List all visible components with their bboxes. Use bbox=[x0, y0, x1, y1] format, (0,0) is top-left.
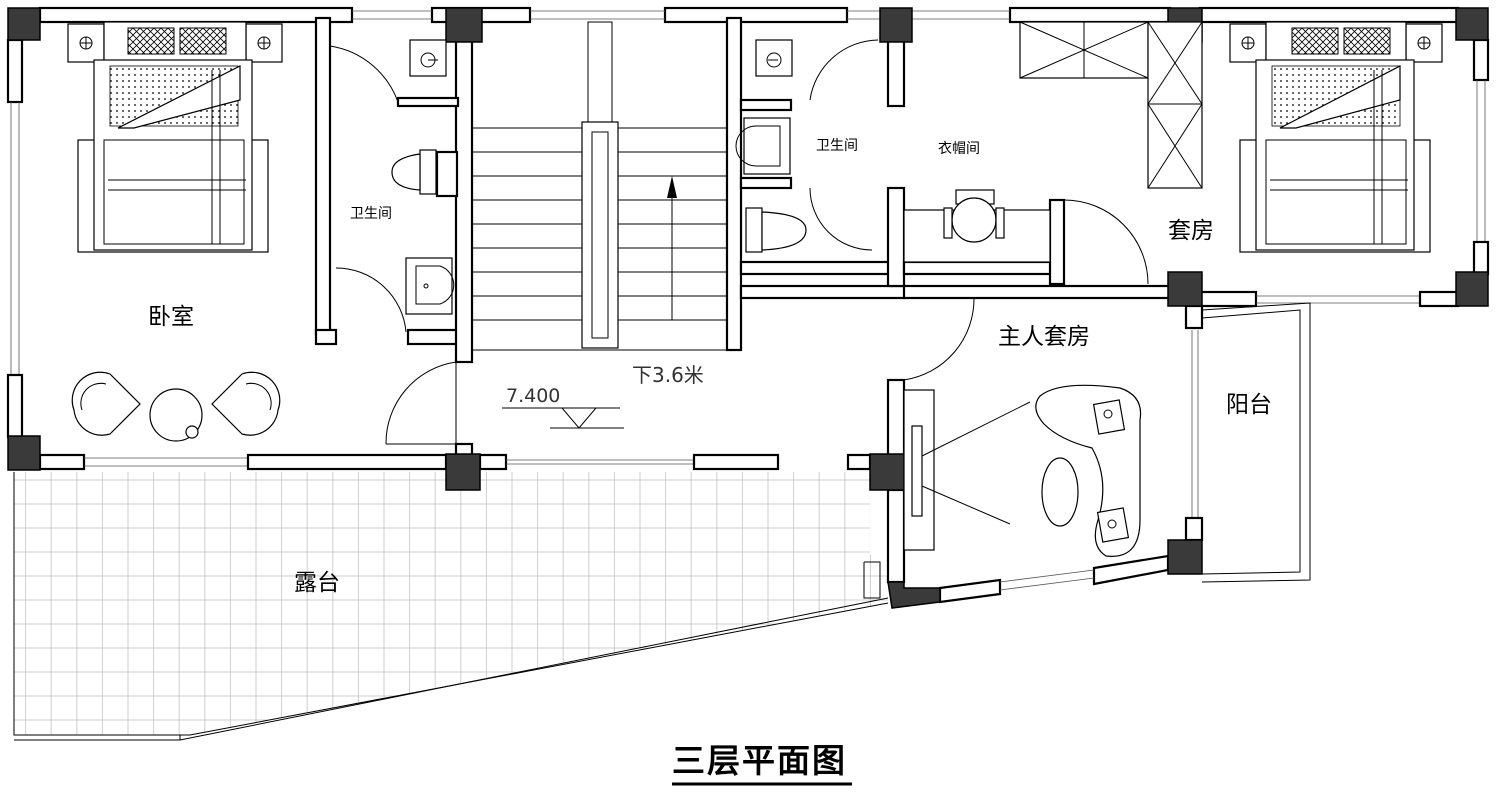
structural-columns bbox=[7, 7, 1489, 609]
stair-direction-label: 下3.6米 bbox=[632, 363, 704, 387]
left-bathroom-fixtures bbox=[391, 39, 455, 315]
doors bbox=[329, 39, 1149, 445]
cloakroom-furniture bbox=[903, 21, 1203, 263]
cloakroom-label: 衣帽间 bbox=[938, 141, 980, 157]
terrace-label: 露台 bbox=[294, 570, 340, 596]
elevation-marker: 7.400 bbox=[502, 385, 624, 429]
right-bathroom-fixtures bbox=[735, 39, 807, 253]
bathroom-right-label: 卫生间 bbox=[816, 138, 858, 154]
drawing-title: 三层平面图 bbox=[672, 741, 847, 780]
walls bbox=[6, 6, 1490, 604]
suite-furniture bbox=[1229, 21, 1443, 253]
suite-label: 套房 bbox=[1168, 218, 1214, 244]
bedroom-label: 卧室 bbox=[148, 304, 194, 330]
master-suite-furniture bbox=[903, 384, 1142, 557]
terrace-area bbox=[13, 472, 889, 741]
bedroom-furniture bbox=[67, 21, 283, 442]
staircase bbox=[471, 21, 728, 351]
balcony-label: 阳台 bbox=[1226, 392, 1272, 418]
elevation-value: 7.400 bbox=[506, 385, 560, 407]
bathroom-left-label: 卫生间 bbox=[350, 206, 392, 222]
master-suite-label: 主人套房 bbox=[998, 324, 1090, 350]
